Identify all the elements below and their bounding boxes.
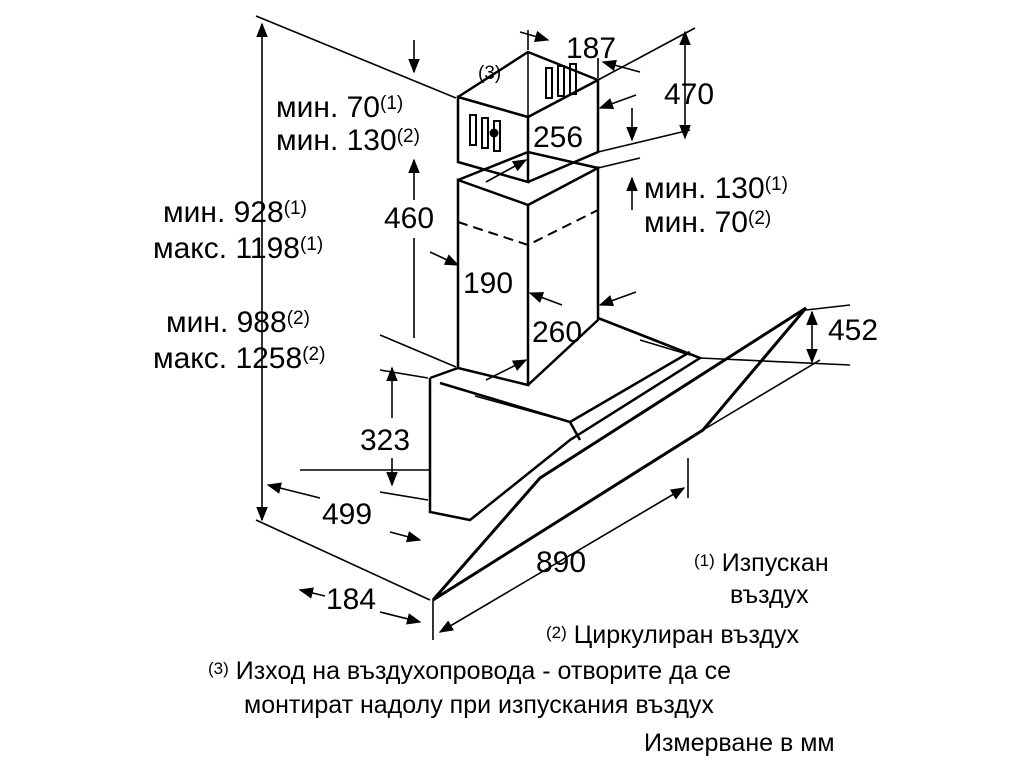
ref-mark: (2) xyxy=(302,344,326,365)
note-text: Циркулиран въздух xyxy=(573,621,799,649)
label-text: макс. 1198 xyxy=(153,232,300,265)
note-mark: (2) xyxy=(546,623,567,642)
ref-mark: (2) xyxy=(396,126,420,147)
label-text: макс. 1258 xyxy=(153,342,303,375)
label-max-1198: макс. 1198(1) xyxy=(153,234,323,264)
dim-323: 323 xyxy=(360,424,411,457)
vent-slots-icon xyxy=(469,63,577,152)
dim-890: 890 xyxy=(536,546,587,579)
dim-256: 256 xyxy=(533,121,584,154)
label-text: мин. 988 xyxy=(166,306,287,339)
dimension-lines xyxy=(255,15,851,640)
label-text: мин. 130 xyxy=(644,172,765,205)
dim-460: 460 xyxy=(384,202,435,235)
legend-note-2: (2) Циркулиран въздух xyxy=(546,620,799,650)
chimney-lower xyxy=(456,150,600,387)
label-min-988: мин. 988(2) xyxy=(166,308,310,338)
dim-260: 260 xyxy=(532,316,583,349)
chimney-upper xyxy=(456,50,600,184)
legend-note-1-cont: въздух xyxy=(730,581,809,609)
note-mark: (3) xyxy=(208,659,229,678)
hood-body xyxy=(428,316,703,522)
label-min-130-top: мин. 130(2) xyxy=(276,126,420,156)
note-text: Изпускан xyxy=(721,549,829,577)
units-note: Измерване в мм xyxy=(644,729,835,757)
ref-mark: (2) xyxy=(748,208,772,229)
dim-470: 470 xyxy=(664,78,715,111)
legend-note-1: (1) Изпускан xyxy=(694,548,829,578)
label-text: мин. 928 xyxy=(163,196,284,229)
dim-184: 184 xyxy=(326,583,377,616)
note-mark: (1) xyxy=(694,551,715,570)
label-max-1258: макс. 1258(2) xyxy=(153,344,325,374)
label-text: мин. 70 xyxy=(644,206,748,239)
ref-mark: (1) xyxy=(283,198,307,219)
dim-452: 452 xyxy=(828,314,879,347)
label-min-130-right: мин. 130(1) xyxy=(644,174,788,204)
label-min-70-top: мин. 70(1) xyxy=(276,93,403,123)
ref-mark: (1) xyxy=(764,174,788,195)
ref-mark: (2) xyxy=(286,308,310,329)
label-min-70-right: мин. 70(2) xyxy=(644,208,771,238)
ref-mark: (1) xyxy=(299,234,324,255)
dim-187: 187 xyxy=(566,32,617,65)
legend-note-3-cont: монтират надолу при изпускания въздух xyxy=(244,691,714,719)
label-min-928: мин. 928(1) xyxy=(163,198,307,228)
outlet-ref-3: (3) xyxy=(478,63,502,84)
ref-mark: (1) xyxy=(380,93,404,114)
duct-outlet-dot-icon xyxy=(489,128,499,138)
legend-note-3: (3) Изход на въздухопровода - отворите д… xyxy=(208,656,731,686)
label-text: мин. 130 xyxy=(276,124,397,157)
note-text: Изход на въздухопровода - отворите да се xyxy=(235,657,731,685)
dim-190: 190 xyxy=(463,267,514,300)
dim-499: 499 xyxy=(322,498,373,531)
label-text: мин. 70 xyxy=(276,91,380,124)
